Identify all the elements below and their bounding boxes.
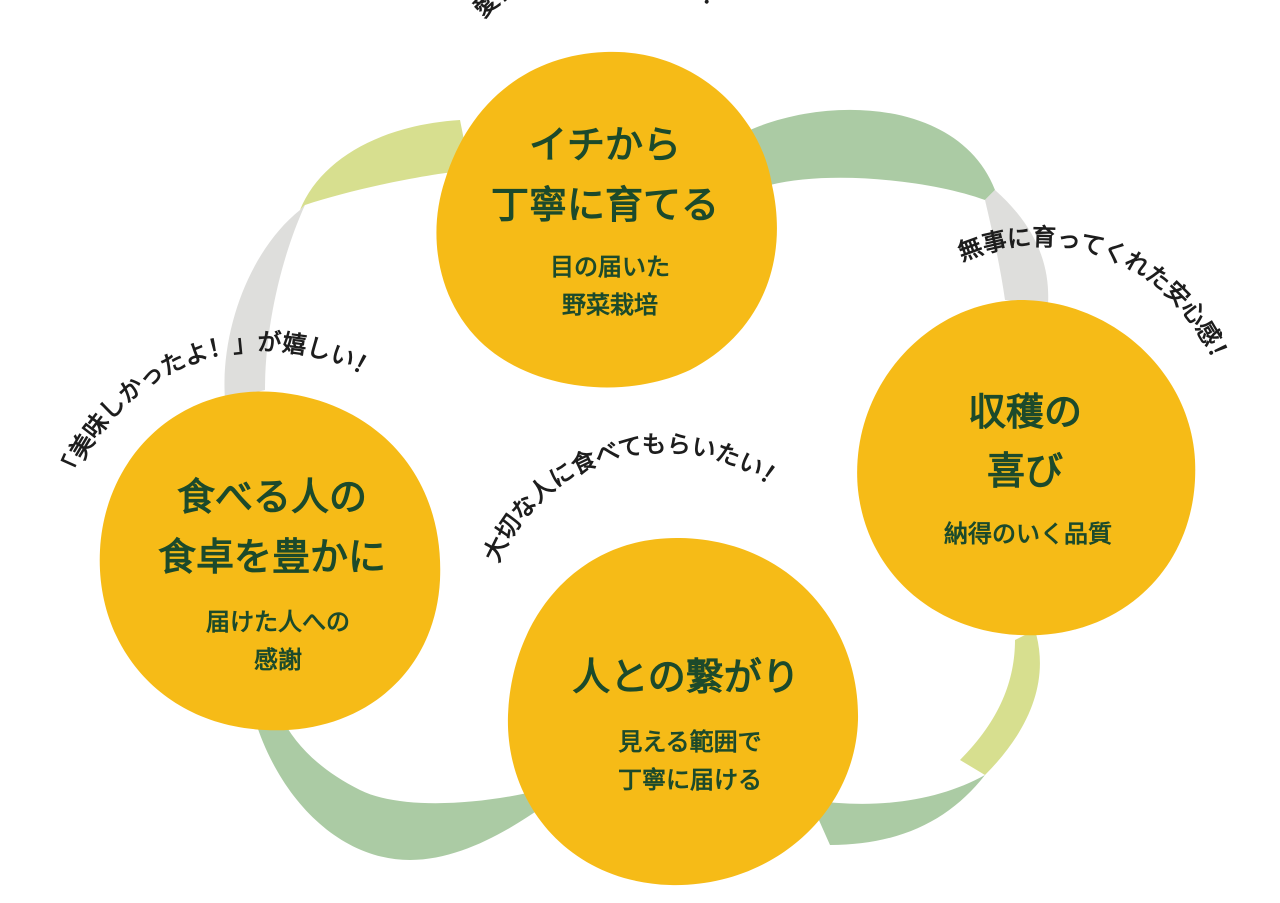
- node-right-title-line2: 喜び: [987, 449, 1063, 493]
- node-top-sub-line2: 野菜栽培: [562, 291, 658, 319]
- node-bottom-sub-line1: 見える範囲で: [618, 728, 761, 756]
- node-circles: [99, 51, 1196, 886]
- node-right-title-line1: 収穫の: [968, 390, 1082, 434]
- ribbon-top-right: [750, 109, 995, 200]
- ribbon-top-left: [300, 120, 470, 210]
- ribbon-bottom-left: [255, 715, 545, 860]
- node-bottom-title-line1: 人との繋がり: [572, 655, 800, 699]
- node-bottom-sub-line2: 丁寧に届ける: [618, 766, 762, 794]
- caption-top-arc: 愛情たっぷりに育てる！: [468, 0, 734, 23]
- circle-left: [99, 391, 441, 731]
- node-top-sub-line1: 目の届いた: [550, 253, 670, 281]
- ribbon-right-lower: [960, 630, 1040, 775]
- node-top-title-line1: イチから: [529, 123, 681, 167]
- circle-bottom: [507, 537, 859, 886]
- node-left-sub-line2: 感謝: [254, 646, 302, 674]
- ribbon-bottom-right: [810, 775, 985, 845]
- node-left: 食べる人の 食卓を豊かに 届けた人への 感謝: [158, 475, 386, 674]
- circle-top: [436, 51, 777, 388]
- connector-ribbons: [224, 109, 1049, 860]
- node-bottom: 人との繋がり 見える範囲で 丁寧に届ける: [572, 655, 800, 794]
- circle-right: [857, 300, 1196, 636]
- ribbon-right-upper: [985, 190, 1049, 305]
- node-right-sub-line1: 納得のいく品質: [944, 520, 1112, 548]
- node-right: 収穫の 喜び 納得のいく品質: [944, 390, 1112, 548]
- node-top-title-line2: 丁寧に育てる: [491, 183, 719, 227]
- node-left-title-line2: 食卓を豊かに: [158, 535, 386, 579]
- node-top: イチから 丁寧に育てる 目の届いた 野菜栽培: [491, 123, 719, 319]
- node-left-title-line1: 食べる人の: [177, 475, 367, 519]
- ribbon-left-upper: [224, 205, 305, 400]
- node-left-sub-line1: 届けた人への: [206, 608, 350, 636]
